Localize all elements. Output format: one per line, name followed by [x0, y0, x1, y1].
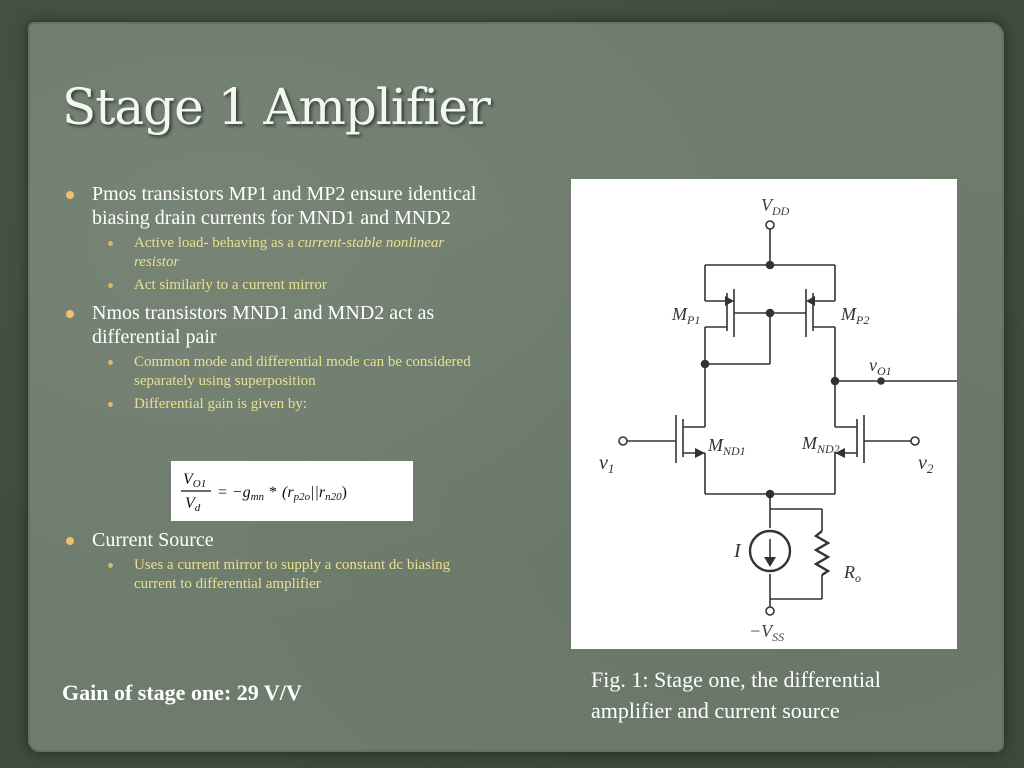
- bullet-list: Pmos transistors MP1 and MP2 ensure iden…: [64, 182, 484, 600]
- bullet-text: Pmos transistors MP1 and MP2 ensure iden…: [92, 183, 477, 229]
- mnd2-label: MND2: [801, 433, 840, 456]
- sub-bullet-text: Act similarly to a current mirror: [134, 277, 327, 293]
- sub-bullet-list: Uses a current mirror to supply a consta…: [92, 556, 484, 594]
- differential-gain-formula: VO1 Vd = −gmn*(rp2o||rn20): [171, 461, 413, 521]
- v1-label: v1: [599, 452, 614, 476]
- sub-bullet-current-mirror: Act similarly to a current mirror: [92, 276, 484, 295]
- vss-terminal: [765, 606, 775, 616]
- formula-rhs: = −gmn*(rp2o||rn20): [217, 484, 347, 503]
- mp1-label: MP1: [671, 304, 700, 327]
- bullet-pmos: Pmos transistors MP1 and MP2 ensure iden…: [64, 182, 484, 295]
- v2-label: v2: [918, 452, 934, 476]
- vo1-label: vO1: [869, 355, 892, 378]
- sub-bullet-active-load: Active load- behaving as a current-stabl…: [92, 234, 484, 272]
- slide-title: Stage 1 Amplifier: [62, 78, 491, 136]
- sub-bullet-text: Differential gain is given by:: [134, 396, 308, 412]
- vss-label: −VSS: [749, 621, 784, 644]
- sub-bullet-list: Active load- behaving as a current-stabl…: [92, 234, 484, 295]
- mnd1-arrow: [695, 448, 705, 458]
- bullet-nmos: Nmos transistors MND1 and MND2 act as di…: [64, 301, 484, 414]
- circuit-wires: [618, 220, 957, 616]
- circuit-diagram: VDD MP1 MP2 vO1 MND1 MND2 v1 v2 I Ro −VS…: [599, 195, 957, 644]
- vdd-label: VDD: [761, 195, 790, 218]
- sub-bullet-differential-gain: Differential gain is given by:: [92, 395, 484, 414]
- bullet-current-source: Current Source Uses a current mirror to …: [64, 528, 484, 594]
- sub-bullet-text: Uses a current mirror to supply a consta…: [134, 557, 451, 592]
- sub-bullet-italic-text: current-stable nonlinear resistor: [134, 235, 445, 270]
- circuit-figure: VDD MP1 MP2 vO1 MND1 MND2 v1 v2 I Ro −VS…: [571, 179, 957, 649]
- vdd-terminal: [765, 220, 775, 230]
- current-arrow: [764, 557, 776, 567]
- bullet-text: Current Source: [92, 529, 214, 551]
- ro-resistor-symbol: [813, 530, 831, 576]
- sub-bullet-current-mirror-supply: Uses a current mirror to supply a consta…: [92, 556, 484, 594]
- formula-graphic: VO1 Vd = −gmn*(rp2o||rn20): [181, 471, 347, 514]
- figure-caption: Fig. 1: Stage one, the differential ampl…: [591, 667, 881, 723]
- bullet-text: Nmos transistors MND1 and MND2 act as di…: [92, 302, 435, 348]
- mp2-arrow: [806, 296, 815, 306]
- gain-statement: Gain of stage one: 29 V/V: [62, 680, 302, 705]
- sub-bullet-list: Common mode and differential mode can be…: [92, 353, 484, 414]
- sub-bullet-superposition: Common mode and differential mode can be…: [92, 353, 484, 391]
- formula-numerator: VO1: [183, 471, 206, 490]
- current-label: I: [733, 540, 742, 562]
- mnd1-label: MND1: [707, 435, 746, 458]
- mp1-arrow: [725, 296, 734, 306]
- sub-bullet-text: Active load- behaving as a: [134, 235, 298, 251]
- formula-denominator: Vd: [185, 495, 201, 514]
- v2-terminal: [910, 436, 920, 446]
- mp2-label: MP2: [840, 304, 869, 327]
- ro-label: Ro: [843, 562, 861, 585]
- current-source-symbol: [748, 529, 792, 573]
- v1-terminal: [618, 436, 628, 446]
- sub-bullet-text: Common mode and differential mode can be…: [134, 354, 471, 389]
- mnd2-arrow: [835, 448, 845, 458]
